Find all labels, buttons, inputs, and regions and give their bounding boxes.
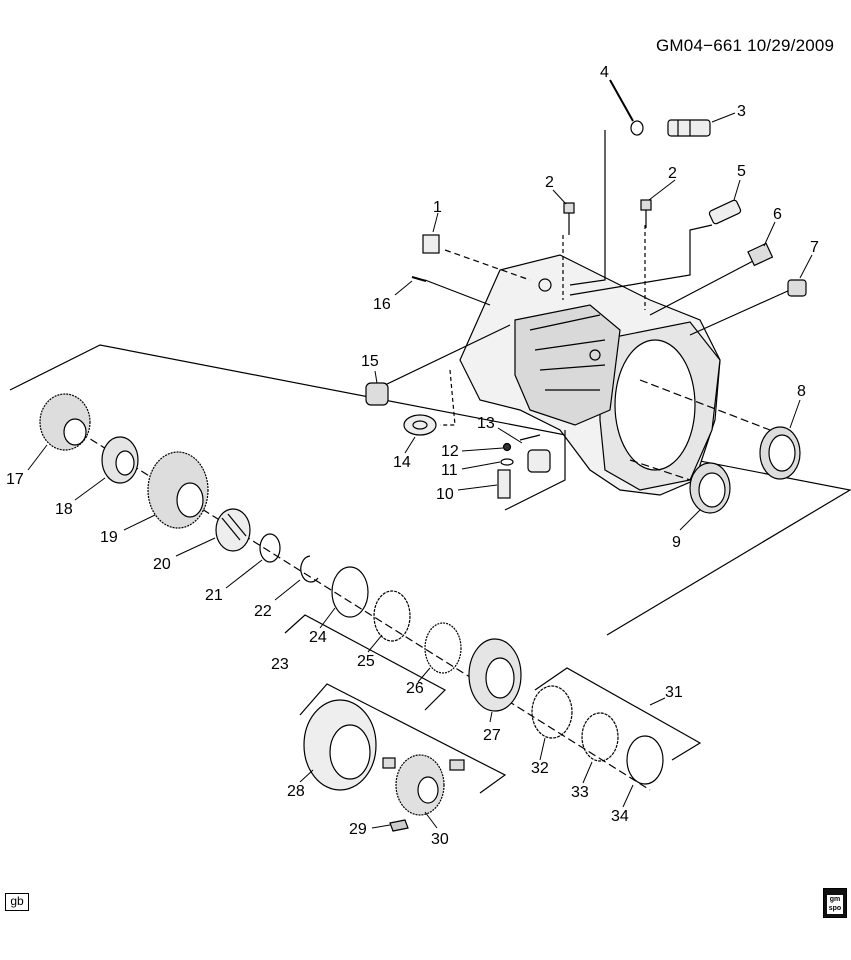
- bracket-28-30: [299, 683, 507, 794]
- part-29-key: [389, 819, 409, 832]
- callout-7: 7: [810, 239, 819, 256]
- part-12-bolt: [502, 442, 512, 452]
- callout-24: 24: [309, 629, 327, 646]
- part-17-gear: [39, 393, 91, 451]
- callout-2b: 2: [668, 165, 677, 182]
- part-1-dowel: [422, 234, 440, 254]
- part-26-blocking-ring: [424, 622, 462, 674]
- part-9-seal: [689, 462, 731, 514]
- part-33-synchronizer-ring: [581, 712, 619, 762]
- part-11-washer: [500, 458, 514, 466]
- part-8-seal: [759, 426, 801, 480]
- gb-badge: gb: [5, 893, 29, 911]
- callout-13: 13: [477, 415, 495, 432]
- part-25-synchronizer-ring: [373, 590, 411, 642]
- part-3-switch: [667, 119, 711, 137]
- part-22-clip: [300, 555, 319, 583]
- part-21-snap-ring: [259, 533, 281, 563]
- callout-4: 4: [600, 64, 609, 81]
- callout-18: 18: [55, 501, 73, 518]
- callout-9: 9: [672, 534, 681, 551]
- part-6-plug: [747, 242, 774, 267]
- part-10-bracket: [497, 469, 511, 499]
- part-key: [382, 757, 396, 769]
- callout-11: 11: [441, 462, 458, 479]
- part-16-pin: [411, 276, 427, 282]
- callout-32: 32: [531, 760, 549, 777]
- logo-top-text: gm: [829, 896, 841, 903]
- callout-25: 25: [357, 653, 375, 670]
- part-5-sensor: [708, 199, 742, 225]
- part-24-synchronizer-ring: [331, 566, 369, 618]
- callout-27: 27: [483, 727, 501, 744]
- callout-29: 29: [349, 821, 367, 838]
- callout-34: 34: [611, 808, 629, 825]
- part-30-gear: [395, 754, 445, 816]
- part-32-synchronizer-ring: [531, 685, 573, 739]
- part-13-sensor: [519, 434, 551, 473]
- callout-15: 15: [361, 353, 379, 370]
- part-2-bolt-left: [563, 202, 575, 235]
- callout-31: 31: [665, 684, 683, 701]
- transmission-case: [459, 254, 721, 496]
- logo-bottom-text: spo: [828, 905, 842, 912]
- callout-8: 8: [797, 383, 806, 400]
- diagram-reference: GM04−661 10/29/2009: [656, 36, 835, 55]
- callout-12: 12: [441, 443, 459, 460]
- callout-26: 26: [406, 680, 424, 697]
- callout-16: 16: [373, 296, 391, 313]
- callout-14: 14: [393, 454, 411, 471]
- part-14-washer: [403, 414, 437, 436]
- part-20-needle-bearing: [215, 508, 251, 552]
- gm-spo-logo: gm spo: [823, 888, 847, 918]
- part-strut: [449, 759, 465, 771]
- callout-1: 1: [433, 199, 442, 216]
- callout-19: 19: [100, 529, 118, 546]
- callout-30: 30: [431, 831, 449, 848]
- part-2-bolt-right: [640, 199, 652, 228]
- part-34-synchronizer-ring: [626, 735, 664, 785]
- callout-22: 22: [254, 603, 272, 620]
- part-15-plug: [365, 382, 389, 406]
- part-28-sleeve: [303, 699, 377, 791]
- callout-23: 23: [271, 656, 289, 673]
- bracket-31: [534, 667, 702, 761]
- part-18-bearing: [101, 436, 139, 484]
- callout-2: 2: [545, 174, 554, 191]
- callout-5: 5: [737, 163, 746, 180]
- bracket-23: [284, 614, 446, 711]
- callout-17: 17: [6, 471, 24, 488]
- part-7-plug: [787, 279, 807, 297]
- callout-3: 3: [737, 103, 746, 120]
- callout-6: 6: [773, 206, 782, 223]
- callout-28: 28: [287, 783, 305, 800]
- assembly-bracket: [9, 344, 851, 636]
- callout-21: 21: [205, 587, 223, 604]
- callout-33: 33: [571, 784, 589, 801]
- part-19-gear: [147, 451, 209, 529]
- callout-20: 20: [153, 556, 171, 573]
- callout-10: 10: [436, 486, 454, 503]
- part-27-synchronizer-hub: [468, 638, 522, 712]
- part-4-o-ring: [630, 120, 644, 136]
